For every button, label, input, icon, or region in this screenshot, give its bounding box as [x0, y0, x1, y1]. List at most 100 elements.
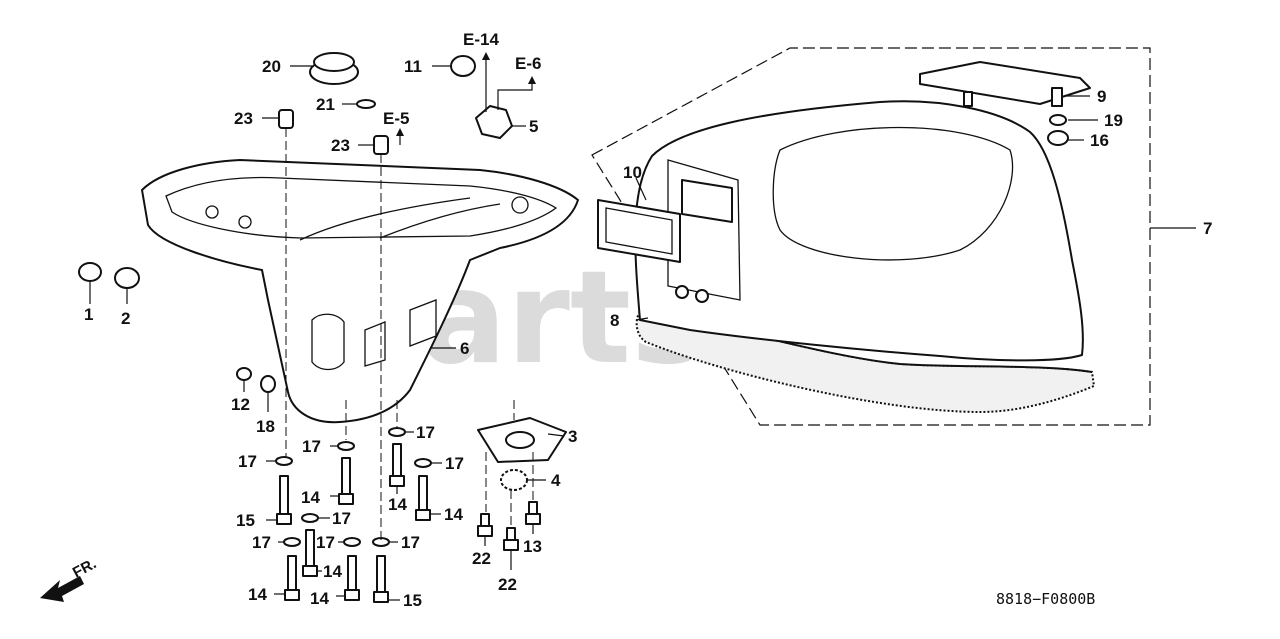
- part-14-bolt-head[interactable]: [415, 509, 431, 521]
- part-9-lid-post: [963, 91, 973, 107]
- part-6-lower-case[interactable]: [141, 159, 579, 424]
- part-14-bolt-head[interactable]: [344, 589, 360, 601]
- part-12-nut[interactable]: [236, 367, 252, 381]
- alignment-lines: [285, 128, 534, 540]
- callout-15-a[interactable]: 15: [236, 511, 255, 530]
- part-5-connector[interactable]: [475, 105, 513, 139]
- part-7-cover-screw-a: [675, 285, 689, 299]
- part-22-bolt-head[interactable]: [503, 539, 519, 551]
- callout-14-d[interactable]: 14: [323, 562, 342, 581]
- part-7-air-intake: [681, 179, 733, 223]
- callout-17-h[interactable]: 17: [401, 533, 420, 552]
- part-1-plug[interactable]: [78, 262, 102, 282]
- part-7-engine-cover[interactable]: [634, 100, 1084, 362]
- part-11-grommet[interactable]: [450, 55, 476, 77]
- callout-8[interactable]: 8: [610, 311, 619, 330]
- callout-17-g[interactable]: 17: [316, 533, 335, 552]
- part-6-slot: [311, 313, 345, 371]
- callout-5[interactable]: 5: [529, 117, 538, 136]
- callout-22-b[interactable]: 22: [498, 575, 517, 594]
- part-15-bolt-head[interactable]: [276, 513, 292, 525]
- part-19-washer[interactable]: [1049, 114, 1067, 126]
- part-17-washer[interactable]: [388, 427, 406, 437]
- callout-16[interactable]: 16: [1090, 131, 1109, 150]
- part-14-bolt-shaft: [418, 475, 428, 513]
- callout-9[interactable]: 9: [1097, 87, 1106, 106]
- callout-11[interactable]: 11: [404, 57, 422, 76]
- callout-4[interactable]: 4: [551, 471, 561, 490]
- callout-22-a[interactable]: 22: [472, 549, 491, 568]
- callout-17-e[interactable]: 17: [332, 509, 351, 528]
- part-14-bolt-head[interactable]: [389, 475, 405, 487]
- part-17-washer[interactable]: [343, 537, 361, 547]
- part-14-bolt-shaft: [341, 457, 351, 497]
- part-9-lid[interactable]: [919, 61, 1091, 105]
- ref-e6-label: E-6: [515, 54, 541, 73]
- callout-15-b[interactable]: 15: [403, 591, 422, 610]
- diagram-code: 8818−F0800B: [996, 590, 1095, 608]
- part-13-bolt-head[interactable]: [525, 513, 541, 525]
- part-6-inner-rim: [165, 176, 558, 239]
- ref-e5-label: E-5: [383, 109, 409, 128]
- callout-23-b[interactable]: 23: [331, 136, 350, 155]
- callout-1[interactable]: 1: [84, 305, 93, 324]
- part-6-boss-c: [238, 215, 252, 229]
- callout-17-d[interactable]: 17: [445, 454, 464, 473]
- part-14-bolt-shaft: [287, 555, 297, 593]
- part-14-bolt-head[interactable]: [284, 589, 300, 601]
- callout-14-e[interactable]: 14: [248, 585, 267, 604]
- callout-23-a[interactable]: 23: [234, 109, 253, 128]
- part-23-cap-b[interactable]: [373, 135, 389, 155]
- bolts-group: [275, 427, 541, 603]
- callout-18[interactable]: 18: [256, 417, 275, 436]
- part-21-ring[interactable]: [356, 99, 376, 109]
- callout-10[interactable]: 10: [623, 163, 642, 182]
- part-6-boss-b: [205, 205, 219, 219]
- callout-21[interactable]: 21: [316, 95, 335, 114]
- part-10-intake-seal[interactable]: [597, 199, 681, 263]
- callout-3[interactable]: 3: [568, 427, 577, 446]
- callout-17-a[interactable]: 17: [238, 452, 257, 471]
- callout-2[interactable]: 2: [121, 309, 130, 328]
- part-14-bolt-shaft: [392, 443, 402, 479]
- part-14-bolt-head[interactable]: [302, 565, 318, 577]
- callout-7[interactable]: 7: [1203, 219, 1212, 238]
- part-17-washer[interactable]: [414, 458, 432, 468]
- part-15-bolt-head[interactable]: [373, 591, 389, 603]
- part-17-washer[interactable]: [275, 456, 293, 466]
- callout-13[interactable]: 13: [523, 537, 542, 556]
- callout-12[interactable]: 12: [231, 395, 250, 414]
- callout-14-f[interactable]: 14: [310, 589, 329, 608]
- forward-label: FR.: [70, 555, 99, 581]
- part-2-plug[interactable]: [114, 267, 140, 289]
- part-18-washer[interactable]: [260, 375, 276, 393]
- callout-14-b[interactable]: 14: [388, 495, 407, 514]
- part-4-clip[interactable]: [500, 469, 528, 491]
- callout-14-c[interactable]: 14: [444, 505, 463, 524]
- cover-group-outline: [591, 47, 1151, 426]
- part-20-grommet-top: [313, 52, 355, 72]
- part-17-washer[interactable]: [283, 537, 301, 547]
- callout-17-f[interactable]: 17: [252, 533, 271, 552]
- part-6-rib-a: [299, 197, 471, 241]
- part-22-bolt-head[interactable]: [477, 525, 493, 537]
- part-6-boss: [511, 196, 529, 214]
- part-17-washer[interactable]: [301, 513, 319, 523]
- part-15-bolt-shaft: [279, 475, 289, 517]
- part-6-vent: [364, 321, 386, 367]
- callout-19[interactable]: 19: [1104, 111, 1123, 130]
- part-16-grommet[interactable]: [1047, 130, 1069, 146]
- part-23-cap-a[interactable]: [278, 109, 294, 129]
- callout-20[interactable]: 20: [262, 57, 281, 76]
- callout-17-c[interactable]: 17: [416, 423, 435, 442]
- callout-17-b[interactable]: 17: [302, 437, 321, 456]
- callout-6[interactable]: 6: [460, 339, 469, 358]
- part-6-rib-b: [379, 203, 501, 239]
- part-14-bolt-head[interactable]: [338, 493, 354, 505]
- part-10-inner: [605, 207, 673, 255]
- callout-14-a[interactable]: 14: [301, 488, 320, 507]
- part-7-cover-screw-b: [695, 289, 709, 303]
- part-17-washer[interactable]: [337, 441, 355, 451]
- part-14-bolt-shaft: [305, 529, 315, 569]
